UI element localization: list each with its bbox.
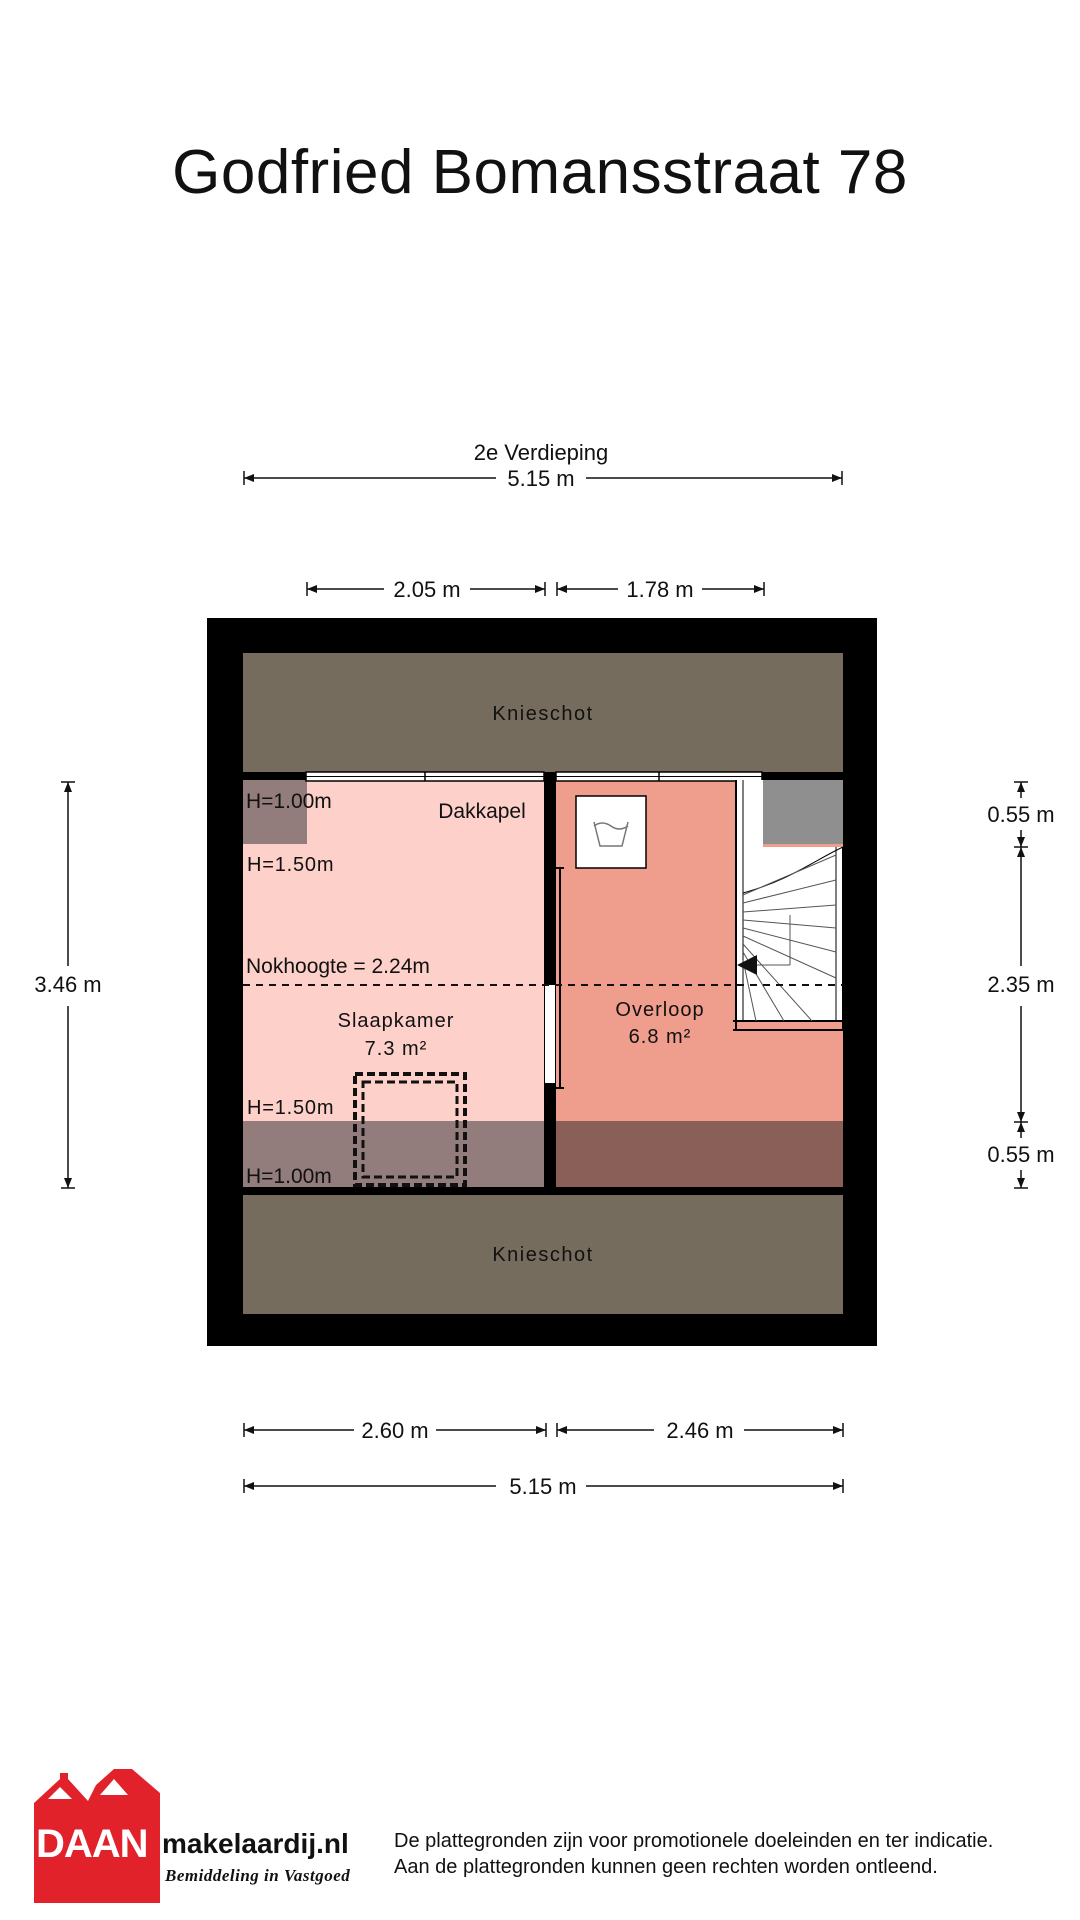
dimension-label: 2.46 m <box>666 1418 733 1443</box>
slaapkamer-room <box>243 780 544 1187</box>
knieschot-top-label: Knieschot <box>492 703 593 725</box>
knieschot-top <box>243 653 843 772</box>
brand-tagline: Bemiddeling in Vastgoed <box>165 1866 351 1885</box>
dimension-bottom-right: 2.46 m <box>556 1418 844 1443</box>
disclaimer-line: Aan de plattegronden kunnen geen rechten… <box>394 1856 938 1878</box>
floor-label: 2e Verdieping <box>474 440 609 465</box>
overloop-area: 6.8 m² <box>629 1026 692 1048</box>
window-dakkapel-left <box>305 771 545 782</box>
page-title: Godfried Bomansstraat 78 <box>172 138 908 200</box>
dimension-label: 5.15 m <box>509 1474 576 1499</box>
wall-bottom-interior <box>243 1187 843 1195</box>
stair-direction-arrow-icon <box>737 955 757 975</box>
dimension-left-height: 3.46 m <box>34 781 102 1189</box>
dimension-label: 3.46 m <box>34 972 101 997</box>
staircase <box>733 780 846 1031</box>
wall-partition <box>544 772 556 1195</box>
dakkapel-label: Dakkapel <box>438 800 526 823</box>
disclaimer: De plattegronden zijn voor promotionele … <box>394 1828 993 1880</box>
dimension-bottom-total: 5.15 m <box>243 1474 844 1499</box>
low-zone-bottom-right <box>556 1121 843 1187</box>
dimension-bottom-left: 2.60 m <box>243 1418 547 1443</box>
daan-logo: DAAN <box>34 1769 160 1903</box>
logo-text: DAAN <box>36 1822 148 1866</box>
dimension-label: 2.05 m <box>393 577 460 602</box>
washing-machine-icon <box>575 795 647 869</box>
house-logo-icon <box>34 1769 160 1903</box>
attic-hatch <box>353 1072 467 1187</box>
knieschot-bottom-label: Knieschot <box>492 1244 593 1266</box>
dimension-label: 1.78 m <box>626 577 693 602</box>
dimension-label: 0.55 m <box>987 802 1054 827</box>
height-label: H=1.50m <box>247 1097 334 1119</box>
dimension-right-top: 0.55 m <box>987 781 1055 848</box>
dimension-label: 2.60 m <box>361 1418 428 1443</box>
slaapkamer-area: 7.3 m² <box>365 1038 428 1060</box>
dimension-top-left: 2.05 m <box>306 577 546 602</box>
stair-shaft <box>763 780 843 844</box>
dimension-right-bottom: 0.55 m <box>987 1122 1055 1189</box>
dimension-label: 2.35 m <box>987 972 1054 997</box>
height-label: H=1.00m <box>246 790 332 813</box>
slaapkamer-label: Slaapkamer <box>338 1010 455 1032</box>
nokhoogte-label: Nokhoogte = 2.24m <box>246 955 430 978</box>
low-zone-top-left <box>243 780 307 844</box>
partition-door <box>545 867 564 1089</box>
dimension-label: 0.55 m <box>987 1142 1054 1167</box>
dimension-top-right: 1.78 m <box>556 577 765 602</box>
overloop-label: Overloop <box>615 999 704 1021</box>
dimension-label: 5.15 m <box>507 466 574 491</box>
knieschot-bottom <box>243 1195 843 1314</box>
height-label: H=1.00m <box>246 1165 332 1188</box>
brand-name: makelaardij.nl <box>162 1828 349 1859</box>
dimension-top-total: 5.15 m <box>243 466 843 491</box>
height-label: H=1.50m <box>247 854 334 876</box>
window-dakkapel-right <box>555 771 763 782</box>
disclaimer-line: De plattegronden zijn voor promotionele … <box>394 1830 994 1852</box>
dimension-right-mid: 2.35 m <box>987 847 1055 1123</box>
